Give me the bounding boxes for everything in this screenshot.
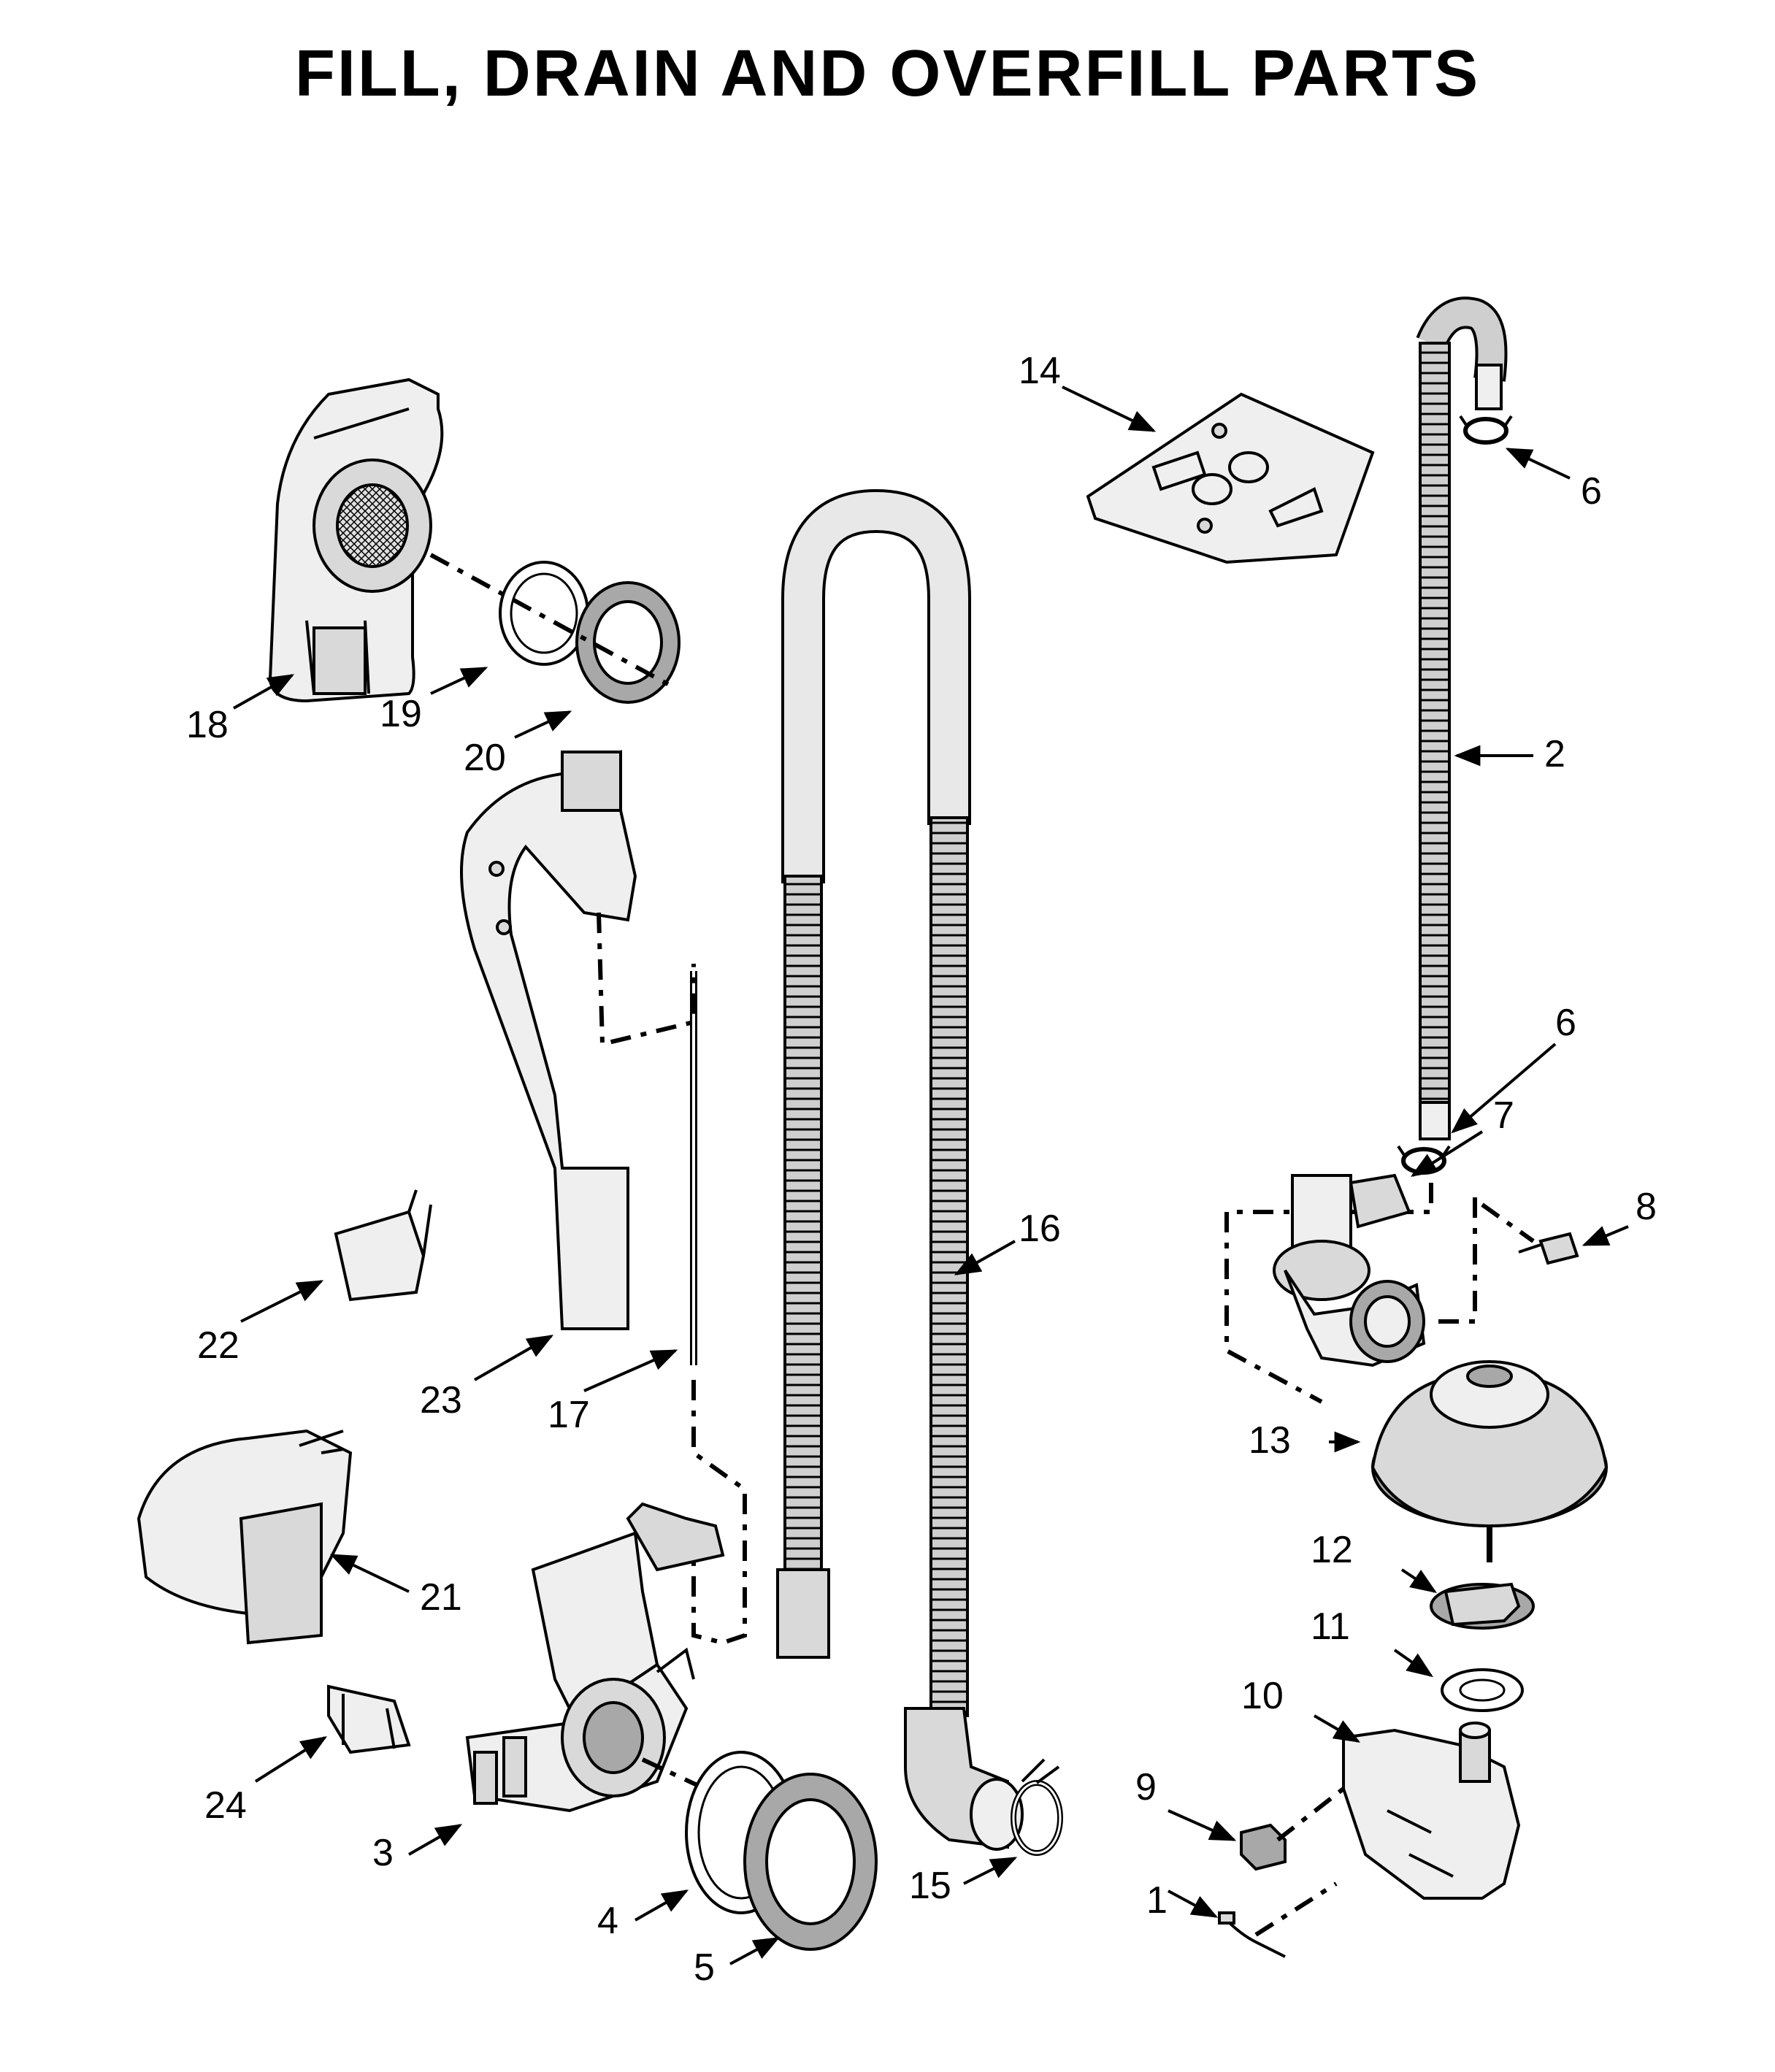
callout-12: 12: [1311, 1529, 1353, 1571]
arrow-8: [1582, 1225, 1629, 1246]
assembly-line-1-10: [1254, 1881, 1338, 1937]
callout-1: 1: [1146, 1879, 1168, 1922]
arrow-14: [1062, 385, 1157, 432]
callout-21: 21: [420, 1576, 462, 1619]
callout-23: 23: [420, 1379, 462, 1421]
arrow-22: [240, 1280, 324, 1323]
callout-14: 14: [1019, 350, 1061, 392]
callout-5: 5: [694, 1946, 715, 1989]
callout-24: 24: [204, 1784, 247, 1827]
part-6-clamp-top: [1459, 415, 1513, 445]
part-15-clamp: [1011, 1758, 1063, 1856]
arrow-20: [514, 710, 572, 739]
arrow-4: [635, 1889, 689, 1922]
callout-labels: 1 2 3 4 5 6 6 7 8 9 10 11 12 13 14 15 16…: [186, 350, 1657, 1989]
arrow-10: [1313, 1714, 1361, 1743]
page-title: FILL, DRAIN AND OVERFILL PARTS: [294, 37, 1481, 110]
part-18-filter-housing: [268, 377, 444, 703]
assembly-line-17-3: [691, 1380, 747, 1646]
part-3-manifold: [465, 1502, 725, 1813]
assembly-line-6-13: [1224, 1183, 1433, 1404]
assembly-line-23-17: [597, 912, 696, 1047]
part-9-switch: [1240, 1823, 1287, 1871]
arrow-18: [233, 674, 295, 710]
callout-20: 20: [464, 737, 506, 779]
callout-22: 22: [197, 1324, 239, 1367]
arrow-9: [1168, 1809, 1237, 1841]
callout-6-top: 6: [1581, 470, 1602, 513]
callout-13: 13: [1249, 1419, 1291, 1462]
callout-6-bottom: 6: [1555, 1002, 1576, 1044]
part-24-small-clip: [327, 1684, 411, 1754]
callout-10: 10: [1241, 1675, 1284, 1717]
arrow-16: [954, 1240, 1016, 1275]
callout-2: 2: [1544, 733, 1565, 775]
arrow-23: [474, 1335, 554, 1381]
callout-9: 9: [1135, 1766, 1157, 1808]
part-8-screw: [1518, 1232, 1579, 1265]
assembly-line-8: [1481, 1202, 1535, 1243]
callout-16: 16: [1019, 1208, 1061, 1250]
arrow-24: [254, 1736, 328, 1783]
part-16-drain-hose: [776, 488, 1024, 1851]
part-11-gasket: [1441, 1668, 1524, 1712]
assembly-line-7-8: [1431, 1197, 1477, 1324]
part-20-nut-ring: [575, 581, 681, 704]
arrow-6-bottom: [1451, 1043, 1557, 1134]
arrow-1: [1168, 1889, 1219, 1918]
callout-19: 19: [380, 693, 422, 735]
callout-15: 15: [909, 1865, 951, 1907]
callout-18: 18: [186, 704, 229, 746]
callout-7: 7: [1493, 1094, 1514, 1137]
arrow-19: [430, 667, 488, 695]
callout-8: 8: [1636, 1186, 1657, 1228]
arrow-15: [963, 1857, 1018, 1885]
part-10-float-bracket: [1342, 1722, 1521, 1900]
part-21-pump-housing: [137, 1429, 353, 1645]
assembly-line-9-10: [1276, 1787, 1345, 1842]
part-2-inlet-hose: [1416, 296, 1508, 1140]
part-22-clip: [334, 1189, 432, 1302]
part-7-water-valve: [1273, 1173, 1426, 1367]
arrow-5: [729, 1937, 781, 1965]
leader-arrows: [233, 385, 1629, 1965]
part-5-nut-ring: [743, 1773, 878, 1951]
arrow-6-top: [1505, 448, 1571, 480]
callout-17: 17: [548, 1394, 590, 1436]
callout-11: 11: [1311, 1605, 1350, 1648]
arrow-3: [408, 1824, 463, 1856]
part-23-vent-duct: [460, 750, 637, 1330]
part-1-wire-harness: [1218, 1911, 1286, 1958]
part-13-float: [1370, 1360, 1609, 1562]
part-12-nut: [1430, 1582, 1535, 1630]
part-19-gasket: [499, 561, 589, 666]
arrow-21: [329, 1554, 410, 1593]
callout-4: 4: [597, 1900, 618, 1942]
arrow-12: [1400, 1568, 1437, 1593]
arrow-17: [583, 1349, 678, 1392]
part-14-hardware-bag: [1086, 392, 1375, 564]
arrow-11: [1393, 1649, 1433, 1678]
callout-3: 3: [372, 1832, 394, 1874]
arrow-7: [1410, 1130, 1484, 1177]
